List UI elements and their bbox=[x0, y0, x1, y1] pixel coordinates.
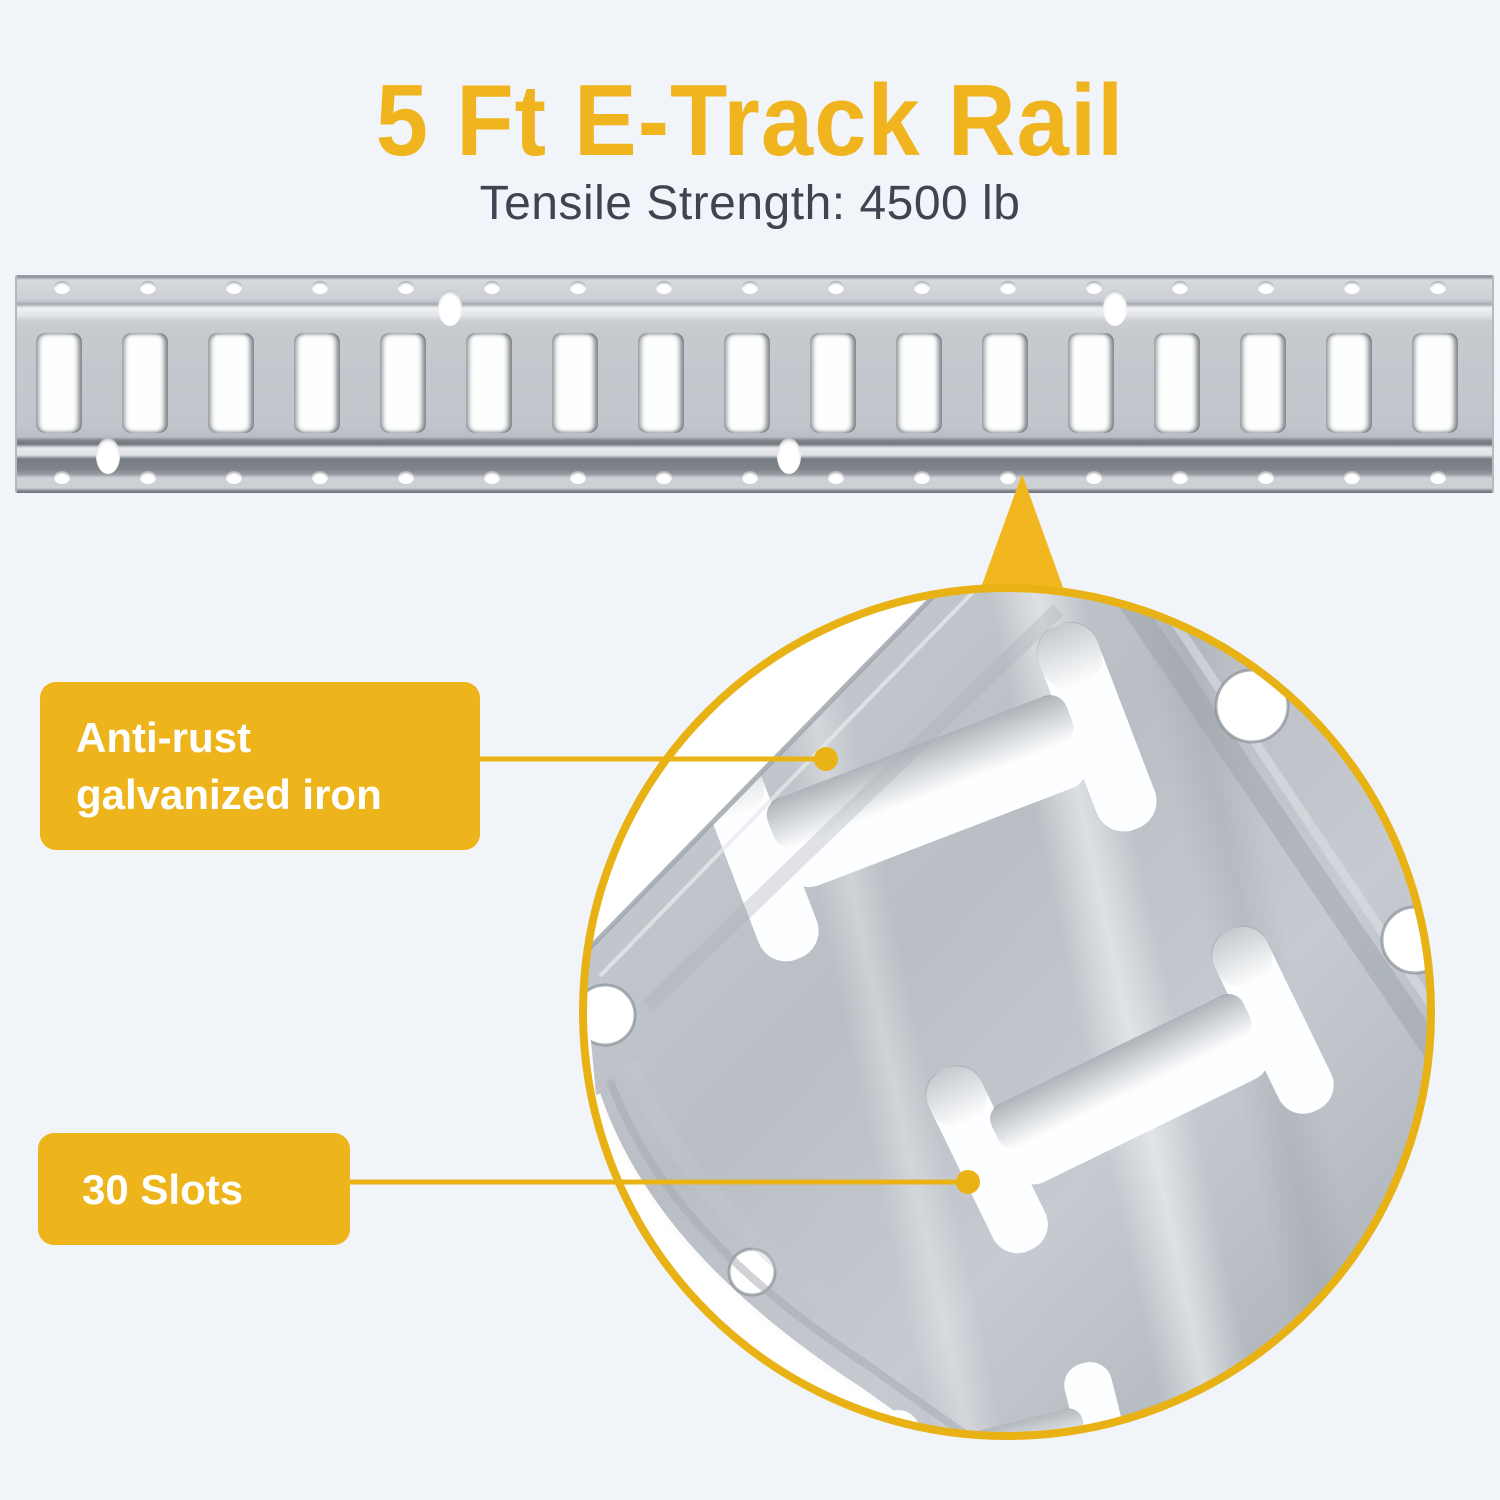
rail-hole bbox=[570, 471, 586, 484]
rail-hole bbox=[914, 471, 930, 484]
rail-oval-hole bbox=[96, 438, 120, 474]
rail-slot bbox=[36, 333, 82, 433]
rail-hole bbox=[914, 281, 930, 294]
rail-hole bbox=[656, 281, 672, 294]
rail-hole bbox=[484, 471, 500, 484]
rail-slot bbox=[122, 333, 168, 433]
rail-slot bbox=[982, 333, 1028, 433]
rail-hole bbox=[1086, 281, 1102, 294]
rail-hole bbox=[1172, 281, 1188, 294]
callout-connectors bbox=[348, 747, 980, 1194]
rail-hole bbox=[1430, 281, 1446, 294]
rail-hole bbox=[1344, 281, 1360, 294]
zoom-pointer-icon bbox=[975, 474, 1069, 604]
rail-hole bbox=[54, 281, 70, 294]
rail-hole bbox=[484, 281, 500, 294]
magnified-slot bbox=[872, 1362, 1138, 1433]
callout-material-line2: galvanized iron bbox=[76, 771, 382, 818]
callout-dot bbox=[814, 747, 838, 771]
rail-hole bbox=[1000, 471, 1016, 484]
magnified-hole bbox=[1380, 905, 1428, 975]
rail-oval-hole bbox=[1103, 290, 1127, 326]
rail-hole bbox=[1258, 281, 1274, 294]
rail-hole bbox=[1344, 471, 1360, 484]
rail-slot bbox=[1326, 333, 1372, 433]
rail-hole bbox=[54, 471, 70, 484]
subtitle: Tensile Strength: 4500 lb bbox=[479, 177, 1021, 230]
rail-hole bbox=[226, 281, 242, 294]
magnifier-circle-content bbox=[586, 591, 1428, 1433]
rail-slot bbox=[638, 333, 684, 433]
callout-material-line1: Anti-rust bbox=[76, 714, 251, 761]
rail-slot bbox=[208, 333, 254, 433]
callout-slots: 30 Slots bbox=[38, 1133, 350, 1245]
rail-hole bbox=[140, 281, 156, 294]
magnified-slot bbox=[925, 925, 1334, 1254]
rail-hole bbox=[226, 471, 242, 484]
rail-slot bbox=[896, 333, 942, 433]
rail-hole bbox=[312, 471, 328, 484]
rail-slot bbox=[1068, 333, 1114, 433]
rail-hole bbox=[398, 281, 414, 294]
rail-hole bbox=[656, 471, 672, 484]
rail-hole bbox=[1430, 471, 1446, 484]
rail-oval-hole bbox=[777, 438, 801, 474]
rail-oval-hole bbox=[438, 290, 462, 326]
rail-slot bbox=[724, 333, 770, 433]
rail-slot bbox=[466, 333, 512, 433]
rail-slot bbox=[1412, 333, 1458, 433]
rail-hole bbox=[140, 471, 156, 484]
magnified-hole bbox=[586, 983, 637, 1047]
rail-hole bbox=[828, 471, 844, 484]
callout-dot bbox=[956, 1170, 980, 1194]
rail-hole bbox=[570, 281, 586, 294]
callout-slots-line1: 30 Slots bbox=[82, 1165, 244, 1213]
rail-hole bbox=[1000, 281, 1016, 294]
etrack-rail-image bbox=[15, 275, 1494, 493]
rail-hole bbox=[742, 471, 758, 484]
rail-slot bbox=[810, 333, 856, 433]
rail-slot bbox=[294, 333, 340, 433]
callout-material: Anti-rust galvanized iron bbox=[40, 682, 480, 850]
page-title: 5 Ft E-Track Rail bbox=[375, 63, 1125, 177]
rail-slot bbox=[380, 333, 426, 433]
rail-hole bbox=[742, 281, 758, 294]
rail-hole bbox=[1258, 471, 1274, 484]
rail-hole bbox=[398, 471, 414, 484]
rail-hole bbox=[828, 281, 844, 294]
rail-slot bbox=[1154, 333, 1200, 433]
magnifier-ring bbox=[579, 584, 1435, 1440]
rail-hole bbox=[1086, 471, 1102, 484]
rail-slot bbox=[1240, 333, 1286, 433]
rail-slot bbox=[552, 333, 598, 433]
rail-hole bbox=[312, 281, 328, 294]
rail-hole bbox=[1172, 471, 1188, 484]
